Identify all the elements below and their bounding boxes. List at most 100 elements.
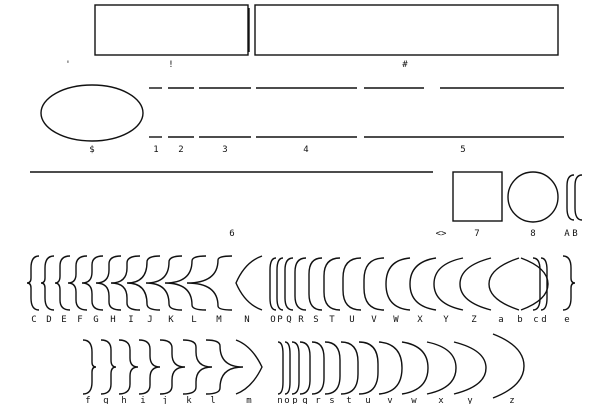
glyph-label-a: a <box>498 315 503 325</box>
glyph-label-d: d <box>541 315 546 325</box>
glyph-label-e: e <box>564 315 569 325</box>
paren-glyph-z <box>492 333 525 399</box>
glyph-label-M: M <box>216 315 222 325</box>
third-label-8: 8 <box>530 229 535 239</box>
top-label-2: ! <box>168 60 173 70</box>
paren-glyph-s <box>324 341 341 395</box>
brace-glyph-D <box>40 255 55 311</box>
paren-glyph-Z <box>459 257 492 311</box>
paren-glyph-R <box>294 257 307 311</box>
paren-glyph-t <box>340 341 359 395</box>
brace-glyph-L <box>164 255 207 311</box>
paren-glyph-U <box>342 257 362 311</box>
glyph-label-W: W <box>393 315 399 325</box>
second-label-5: 5 <box>460 145 465 155</box>
brace-glyph-K <box>145 255 183 311</box>
brace-glyph-E <box>54 255 71 311</box>
glyph-label-k: k <box>186 396 192 404</box>
paren-glyph-Q <box>284 257 294 311</box>
glyph-label-u: u <box>365 396 370 404</box>
glyph-label-h: h <box>121 396 126 404</box>
glyph-label-N: N <box>244 315 249 325</box>
glyph-label-i: i <box>140 396 145 404</box>
glyph-label-J: J <box>147 315 152 325</box>
ellipse-glyph <box>40 84 144 142</box>
third-label-7: 7 <box>474 229 479 239</box>
glyph-label-c: c <box>533 315 538 325</box>
brace-glyph-e <box>562 255 576 311</box>
paren-glyph-v <box>378 341 403 395</box>
glyph-label-z: z <box>509 396 514 404</box>
paren-glyph-a <box>488 257 520 311</box>
paren-glyph-w <box>401 341 429 395</box>
paren-glyph-P <box>276 257 284 311</box>
glyph-label-b: b <box>517 315 522 325</box>
glyph-label-U: U <box>349 315 354 325</box>
paren-glyph-c <box>532 257 541 311</box>
glyph-label-S: S <box>313 315 318 325</box>
glyph-label-y: y <box>467 396 473 404</box>
second-label-4: 4 <box>303 145 308 155</box>
glyph-label-O: O <box>270 315 275 325</box>
glyph-label-P: P <box>277 315 283 325</box>
paren-glyph-o <box>284 341 291 395</box>
glyph-label-C: C <box>31 315 36 325</box>
glyph-label-Z: Z <box>471 315 477 325</box>
brace-glyph-H <box>95 255 122 311</box>
brace-glyph-N <box>235 255 263 311</box>
second-label-1: 1 <box>153 145 158 155</box>
glyph-label-E: E <box>61 315 66 325</box>
third-label-A: A <box>564 229 570 239</box>
second-label-dollar: $ <box>89 145 94 155</box>
glyph-label-F: F <box>77 315 82 325</box>
glyph-label-n: n <box>277 396 282 404</box>
brace-glyph-j <box>159 339 186 395</box>
brace-glyph-F <box>67 255 88 311</box>
brace-row-2 <box>82 333 525 399</box>
brace-glyph-l <box>205 339 244 395</box>
glyph-label-q: q <box>302 396 307 404</box>
paren-glyph-x <box>426 341 457 395</box>
square-glyph <box>452 171 503 222</box>
brace-glyph-C <box>26 255 40 311</box>
brace-row-1 <box>26 255 576 311</box>
paren-glyph-r <box>311 341 325 395</box>
rule-segments <box>149 87 564 138</box>
glyph-label-G: G <box>93 315 98 325</box>
paren-glyph-V <box>363 257 385 311</box>
paren-glyph-n <box>277 341 284 395</box>
paren-glyph-u <box>358 341 379 395</box>
paren-glyph-Y <box>433 257 464 311</box>
paren-glyph-d <box>540 257 548 311</box>
top-label-3: # <box>402 60 408 70</box>
glyph-label-V: V <box>371 315 377 325</box>
glyph-label-I: I <box>128 315 133 325</box>
brace-glyph-I <box>110 255 141 311</box>
paren-glyph-q <box>299 341 311 395</box>
brace-glyph-G <box>81 255 104 311</box>
paren-glyph-y <box>453 341 487 395</box>
paren-glyph-p <box>291 341 300 395</box>
paren-glyph-S <box>308 257 323 311</box>
paren-glyph-b <box>520 257 549 311</box>
brace-glyph-g <box>100 339 117 395</box>
top-label-1: ' <box>65 60 70 70</box>
glyph-label-t: t <box>346 396 351 404</box>
glyph-label-Q: Q <box>286 315 291 325</box>
glyph-label-K: K <box>168 315 174 325</box>
glyph-label-l: l <box>210 396 215 404</box>
paren-glyph-W <box>385 257 411 311</box>
brace-glyph-J <box>126 255 161 311</box>
paren-glyph-X <box>409 257 437 311</box>
glyph-label-r: r <box>315 396 321 404</box>
third-label-6: 6 <box>229 229 234 239</box>
brace-glyph-h <box>118 339 139 395</box>
glyph-label-m: m <box>246 396 251 404</box>
glyph-label-x: x <box>438 396 444 404</box>
glyph-label-f: f <box>85 396 90 404</box>
bracket-glyph-a <box>566 174 575 221</box>
circle-glyph <box>507 171 559 223</box>
